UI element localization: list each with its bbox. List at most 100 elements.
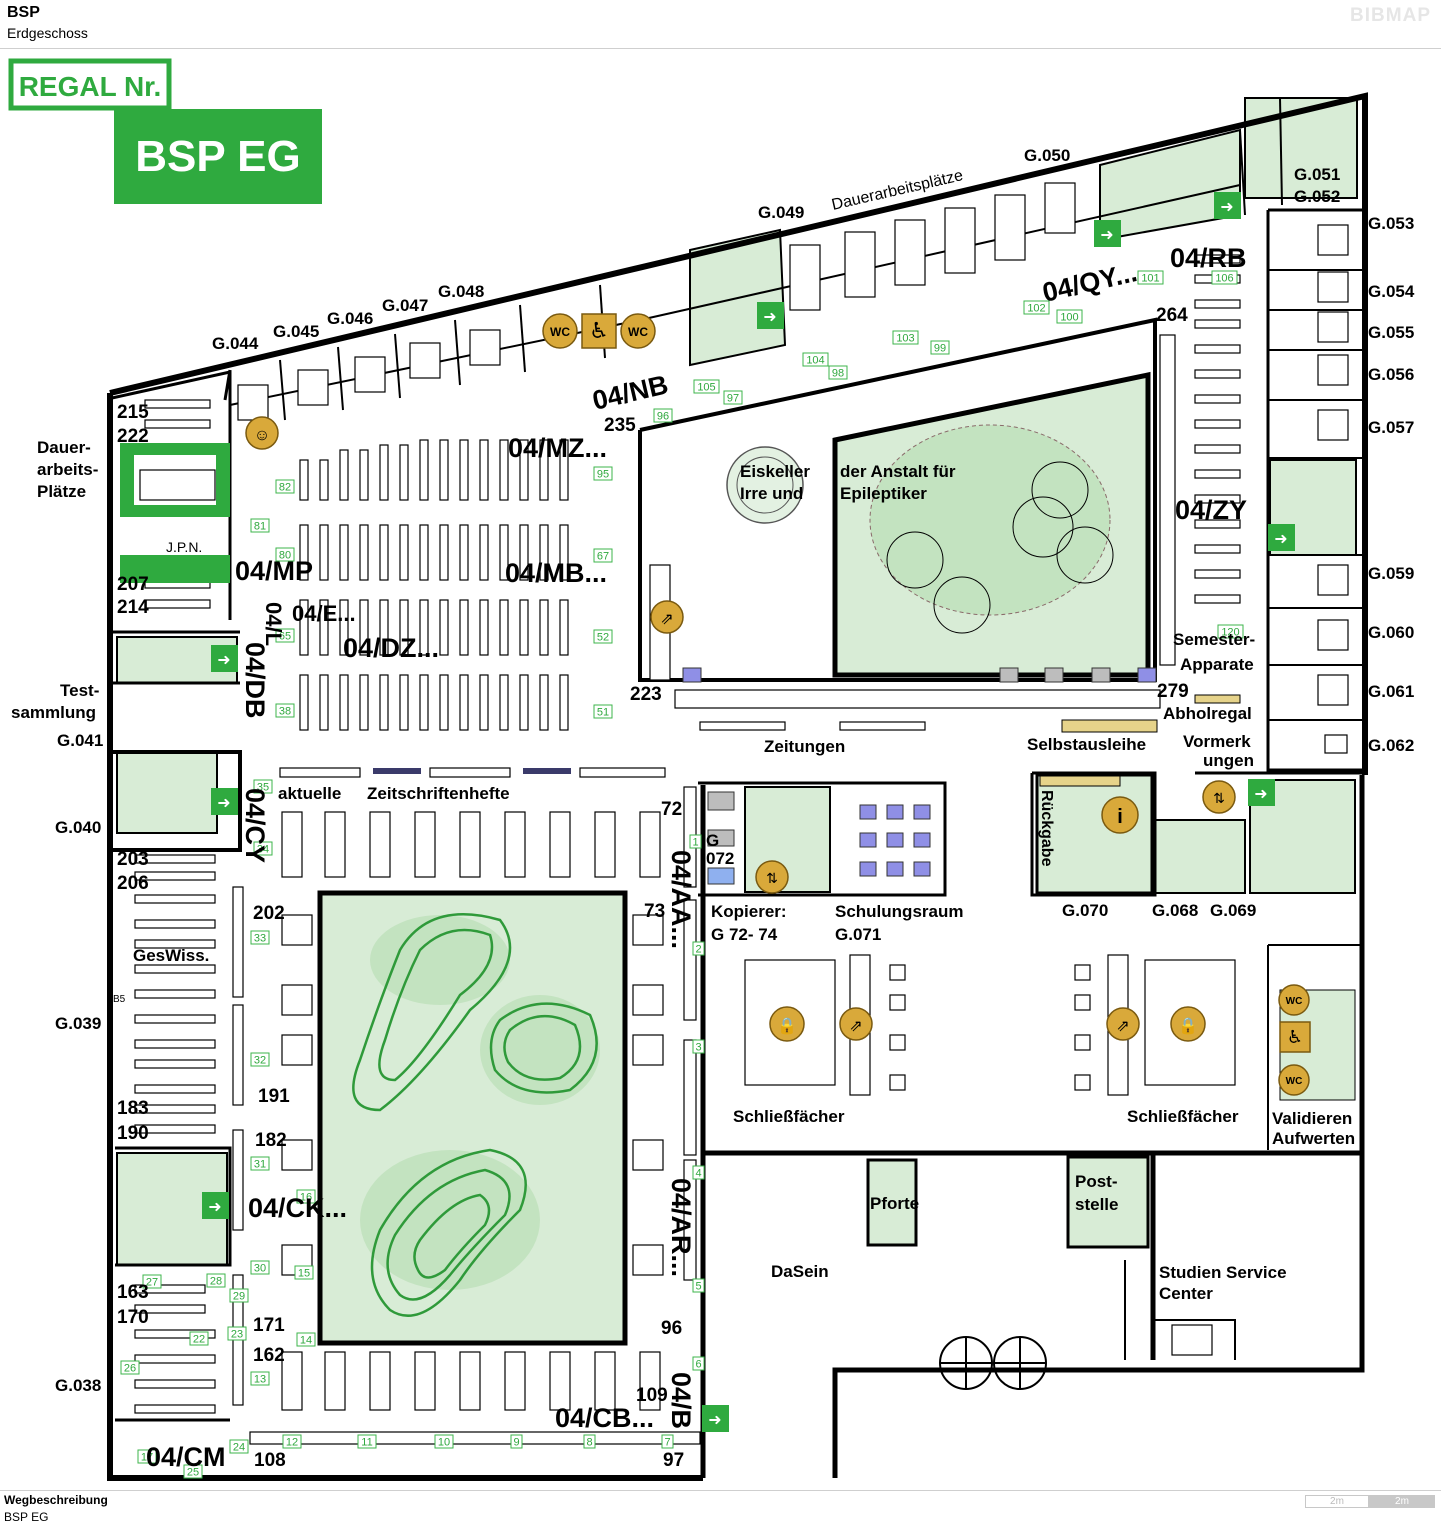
shelf-chip-box [593,466,613,481]
shelf-chip-box [142,1274,162,1289]
shelf-chip-96: 96 [657,411,669,423]
shelf-chip-26: 26 [124,1363,136,1375]
shelf-chip-4: 4 [695,1168,701,1180]
shelfno-73: 73 [644,901,665,922]
shelf-chip-65: 65 [279,631,291,643]
room-g050: G.050 [1024,146,1070,165]
shelf-chip-81: 81 [254,521,266,533]
shelf-chip-28: 28 [210,1276,222,1288]
building-walls [107,92,1368,1481]
shelf-chip-14: 14 [300,1335,312,1347]
room-g038: G.038 [55,1376,101,1395]
room-g059: G.059 [1368,564,1414,583]
stairs-icon: ⇗ [839,1007,873,1041]
shelf-chip-2: 2 [695,944,701,956]
label-ssc-2: Center [1159,1284,1213,1303]
lock-icon: 🔒 [769,1006,805,1042]
shelf-chip-10: 10 [438,1437,450,1449]
shelf-chip-32: 32 [254,1055,266,1067]
lock-icon: 🔒 [1170,1006,1206,1042]
label-dauer-3: Plätze [37,482,86,501]
label-validieren: Validieren [1272,1109,1352,1128]
shelf-chip-box [930,340,950,355]
wc-icon: WC [620,313,656,349]
shelfno-182: 182 [255,1130,287,1151]
shelf-chip-box [253,841,273,856]
shelf-chip-31: 31 [254,1159,266,1171]
floor-plan-map[interactable]: REGAL Nr. BSP EG [0,49,1441,1490]
shelfno-203: 203 [117,849,149,870]
shelf-chip-box [137,1449,157,1464]
stairs-icon: ⇗ [1106,1007,1140,1041]
room-g060: G.060 [1368,623,1414,642]
shelf-chip-13: 13 [254,1374,266,1386]
shelf-chip-104: 104 [806,355,824,367]
shelf-chip-box [653,408,673,423]
wc-icon: WC [1278,984,1310,1016]
shelf-chip-box [583,1434,596,1449]
svg-text:➜: ➜ [1100,227,1113,244]
shelf-chip-29: 29 [233,1291,245,1303]
shelf-chip-box [593,704,613,719]
shelf-chip-106: 106 [1215,273,1233,285]
room-g056: G.056 [1368,365,1414,384]
shelfno-162: 162 [253,1345,285,1366]
shelf-chip-box [593,629,613,644]
shelf-chip-box [1211,270,1238,285]
shelf-chip-1: 1 [692,837,698,849]
shelfno-202: 202 [253,903,285,924]
shelf-chip-box [510,1434,523,1449]
shelf-chip-box [250,930,270,945]
svg-text:🔒: 🔒 [1178,1017,1198,1035]
label-dauer-1: Dauer- [37,438,91,457]
room-g062: G.062 [1368,736,1414,755]
shelf-chip-box [189,1331,209,1346]
room-g047: G.047 [382,296,428,315]
svg-text:♿: ♿ [589,318,609,343]
library-title: BSP [7,4,40,21]
svg-text:⇅: ⇅ [1213,790,1225,806]
accessible-icon: ♿ [581,313,617,349]
shelfno-264: 264 [1156,305,1188,326]
courtyard-landscape [352,424,1114,1317]
shelf-chip-box [250,1371,270,1386]
scale-bar: 2m 2m [1305,1495,1435,1508]
label-vormerk-1: Vormerk [1183,732,1251,751]
callno-l: 04/L [261,602,286,646]
shelf-chip-52: 52 [597,632,609,644]
room-g072: 072 [706,849,734,868]
shelf-chip-box [250,1052,270,1067]
shelfno-207: 207 [117,574,149,595]
shelfno-235: 235 [604,415,636,436]
svg-text:➜: ➜ [1274,531,1287,548]
label-dauer-2: arbeits- [37,460,98,479]
shelfno-163: 163 [117,1282,149,1303]
route-heading: Wegbeschreibung [4,1493,108,1507]
exit-icon: ➜ [1214,192,1241,219]
room-g069: G.069 [1210,901,1256,920]
callno-ck: 04/CK... [248,1193,347,1223]
shelf-chip-box [692,1165,705,1180]
label-ssc-1: Studien Service [1159,1263,1287,1282]
shelf-chip-9: 9 [513,1437,519,1449]
shelfno-72: 72 [661,799,682,820]
shelf-chip-98: 98 [832,368,844,380]
callno-mb: 04/MB... [505,558,607,588]
svg-text:🔒: 🔒 [777,1017,797,1035]
shelf-chip-103: 103 [896,333,914,345]
shelfno-170: 170 [117,1307,149,1328]
callno-ar: 04/AR... [666,1178,696,1277]
label-jpn: J.P.N. [166,539,202,555]
shelfno-223: 223 [630,684,662,705]
svg-text:➜: ➜ [763,309,776,326]
target-shelf-highlight[interactable] [120,443,230,583]
label-abholregal: Abholregal [1163,704,1252,723]
sign-bsp-eg: BSP EG [135,132,300,181]
shelf-chip-box [250,1156,270,1171]
shelf-chip-15: 15 [298,1268,310,1280]
shelf-chip-16: 16 [300,1192,312,1204]
shelfno-214: 214 [117,597,149,618]
shelf-chip-box [206,1273,226,1288]
label-aufwerten: Aufwerten [1272,1129,1355,1148]
shelf-chip-box [692,941,705,956]
